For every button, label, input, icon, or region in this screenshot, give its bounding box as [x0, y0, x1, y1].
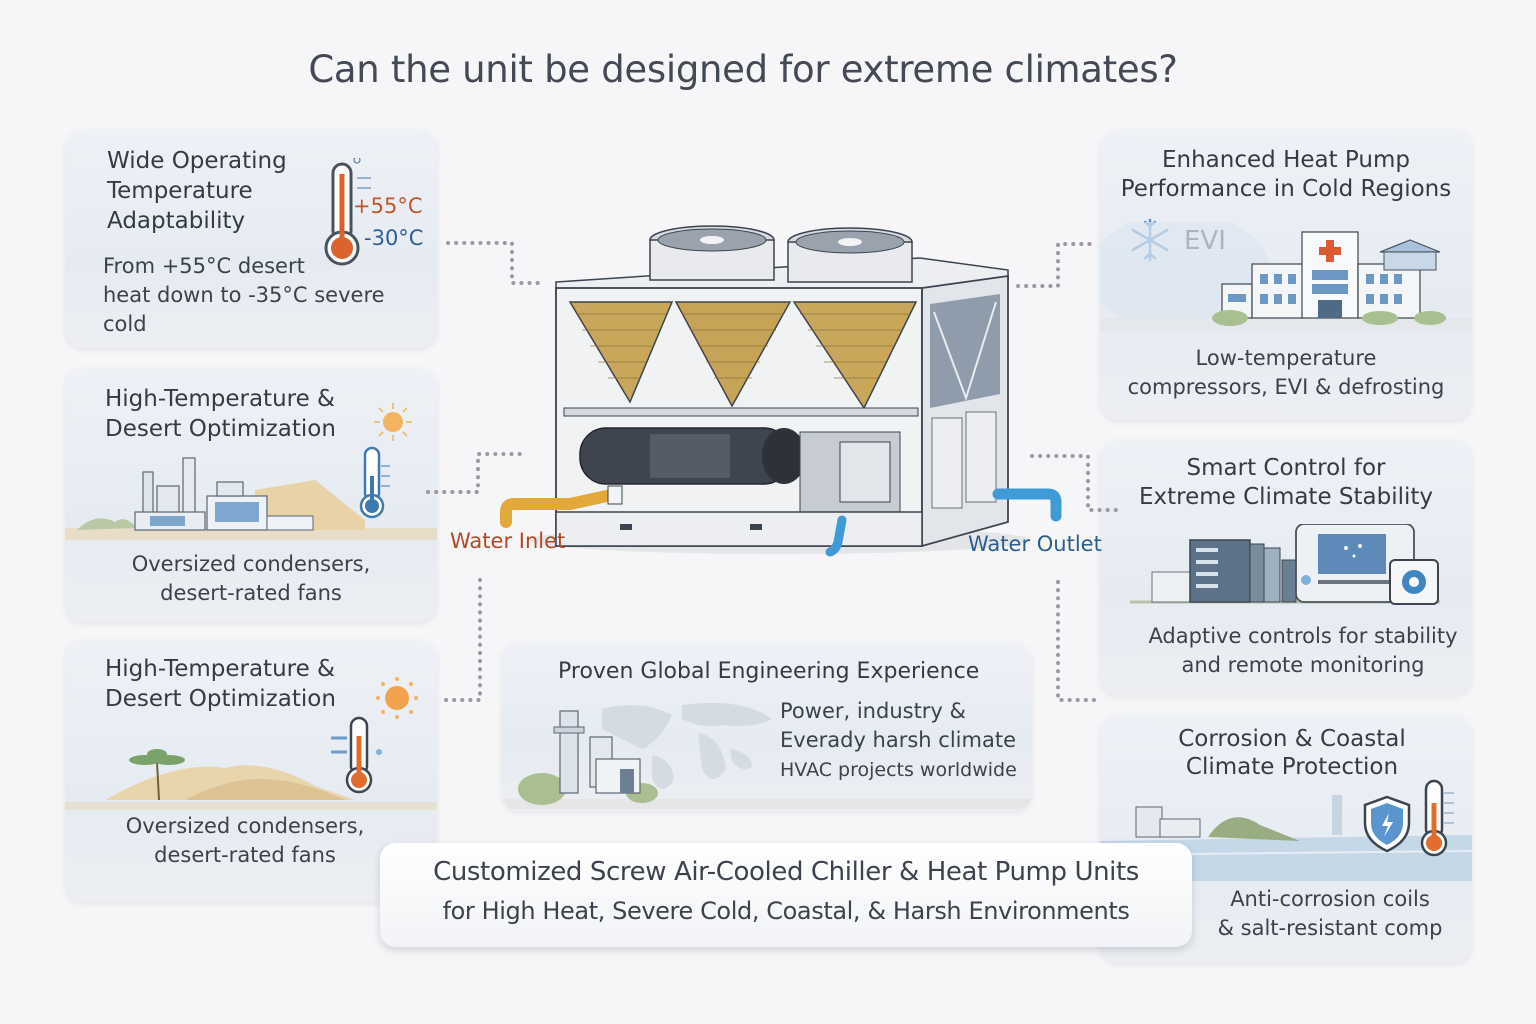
coastline-illustration [1100, 785, 1472, 881]
card-body: Low-temperature compressors, EVI & defro… [1127, 346, 1445, 399]
card-global-experience: Proven Global Engineering Experience Pow… [502, 643, 1032, 811]
card-heading: Proven Global Engineering Experience [558, 659, 980, 684]
card-body: Oversized condensers, desert-rated fans [131, 552, 371, 605]
thermometer-icon [327, 716, 387, 796]
card-wide-temperature: Wide Operating Temperature Adaptability … [65, 130, 437, 348]
card-heading: High-Temperature & Desert Optimization [105, 656, 336, 712]
card-body: Anti-corrosion coils & salt-resistant co… [1217, 887, 1443, 940]
card-body: Oversized condensers, desert-rated fans [125, 814, 365, 867]
connector-desert-2 [438, 578, 482, 702]
card-desert-optimization-dunes: High-Temperature & Desert Optimization O… [65, 640, 437, 902]
page-title: Can the unit be designed for extreme cli… [308, 48, 1178, 91]
thermometer-icon [357, 446, 391, 520]
card-cold-regions: Enhanced Heat Pump Performance in Cold R… [1100, 130, 1472, 420]
card-heading: Smart Control for Extreme Climate Stabil… [1138, 455, 1434, 510]
summary-banner: Customized Screw Air-Cooled Chiller & He… [380, 843, 1192, 947]
connector-wide-temp [446, 241, 546, 285]
banner-line-2: for High Heat, Severe Cold, Coastal, & H… [442, 897, 1130, 925]
card-body: From +55°C desert heat down to -35°C sev… [103, 254, 385, 336]
connector-desert-1 [426, 452, 526, 494]
water-outlet-label: Water Outlet [968, 532, 1102, 556]
dunes-scene-illustration [65, 740, 437, 810]
world-map-illustration [502, 689, 1032, 809]
connector-smart [1030, 454, 1122, 512]
banner-line-1: Customized Screw Air-Cooled Chiller & He… [433, 857, 1139, 887]
temp-low-label: -30°C [364, 226, 424, 250]
card-body: Adaptive controls for stability and remo… [1148, 624, 1458, 677]
card-smart-control: Smart Control for Extreme Climate Stabil… [1100, 440, 1472, 695]
shield-icon [1362, 795, 1412, 853]
chiller-unit-illustration [500, 222, 1100, 562]
industrial-scene-illustration [65, 450, 437, 540]
card-body: Power, industry & Everady harsh climate … [780, 699, 1017, 781]
card-heading: Wide Operating Temperature Adaptability [107, 148, 287, 234]
card-desert-optimization-industrial: High-Temperature & Desert Optimization [65, 368, 437, 622]
card-heading: Enhanced Heat Pump Performance in Cold R… [1120, 147, 1452, 202]
card-heading: Corrosion & Coastal Climate Protection [1178, 726, 1406, 780]
temp-high-label: +55°C [353, 194, 423, 218]
connector-cold [1016, 242, 1096, 288]
sun-icon [375, 676, 419, 720]
thermometer-icon [321, 158, 365, 270]
control-system-illustration [1100, 524, 1472, 608]
sun-icon [373, 402, 413, 442]
thermometer-icon [1418, 779, 1458, 859]
scale-marks [357, 174, 377, 194]
water-inlet-label: Water Inlet [450, 529, 566, 553]
connector-coastal [1056, 580, 1102, 702]
hospital-illustration [1100, 222, 1472, 332]
card-heading: High-Temperature & Desert Optimization [105, 386, 336, 442]
